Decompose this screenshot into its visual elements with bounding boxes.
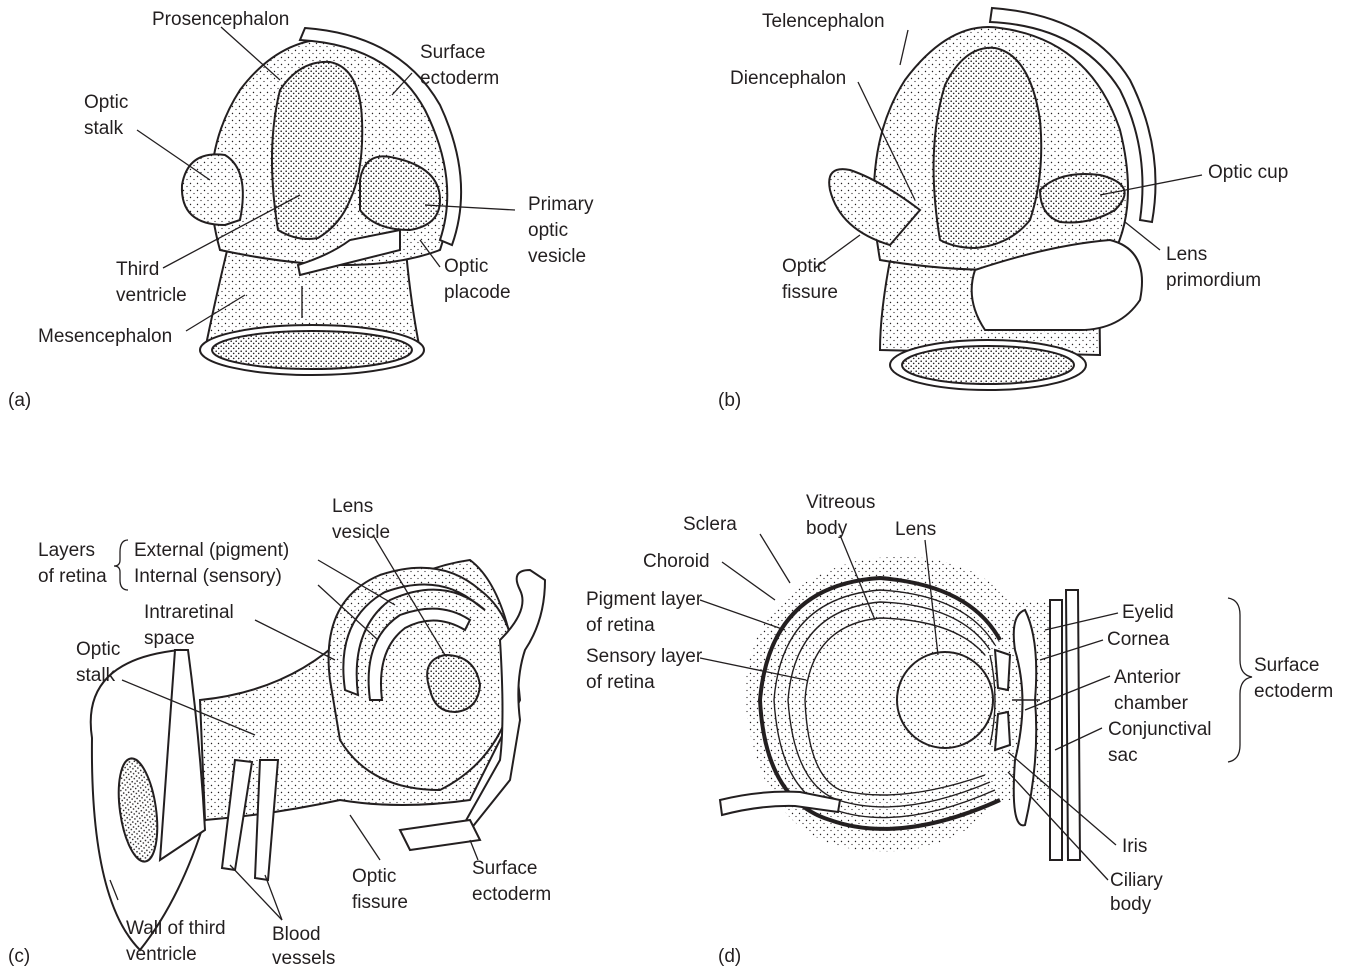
- label-mesencephalon: Mesencephalon: [38, 326, 172, 347]
- label-primary-optic-vesicle-line2: optic: [528, 220, 568, 241]
- label-blood-vessels-line2: vessels: [272, 948, 335, 969]
- label-anterior-chamber: Anterior: [1114, 667, 1181, 688]
- label-sclera: Sclera: [683, 514, 737, 535]
- label-telencephalon: Telencephalon: [762, 11, 885, 32]
- label-optic-fissure-b: Optic: [782, 256, 826, 277]
- label-primary-optic-vesicle: Primary: [528, 194, 594, 215]
- label-anterior-chamber-line2: chamber: [1114, 693, 1189, 714]
- label-surface-ectoderm-a: Surface: [420, 42, 485, 63]
- label-lens-d: Lens: [895, 519, 936, 540]
- label-optic-fissure-c: Optic: [352, 866, 396, 887]
- label-wall-third-ventricle: Wall of third: [126, 918, 226, 939]
- label-internal-sensory: Internal (sensory): [134, 566, 282, 587]
- panel-a: Prosencephalon Surface ectoderm Optic st…: [8, 9, 594, 411]
- panel-b-illustration: [829, 8, 1155, 390]
- label-ciliary-body: Ciliary: [1110, 870, 1163, 891]
- label-conjunctival-sac-line2: sac: [1108, 745, 1138, 766]
- label-surface-ectoderm-c-line2: ectoderm: [472, 884, 551, 905]
- panel-letter-d: (d): [718, 946, 741, 967]
- panel-d-illustration: [720, 557, 1080, 860]
- label-eyelid: Eyelid: [1122, 602, 1174, 623]
- label-surface-ectoderm-d: Surface: [1254, 655, 1319, 676]
- label-vitreous-body: Vitreous: [806, 492, 875, 513]
- label-cornea: Cornea: [1107, 629, 1170, 650]
- label-optic-stalk-c-line2: stalk: [76, 665, 116, 686]
- label-third-ventricle: Third: [116, 259, 159, 280]
- label-surface-ectoderm-a-line2: ectoderm: [420, 68, 499, 89]
- label-optic-stalk-a-line2: stalk: [84, 118, 124, 139]
- label-choroid: Choroid: [643, 551, 710, 572]
- panel-d: Vitreous body Sclera Lens Choroid Pigmen…: [586, 492, 1333, 967]
- label-primary-optic-vesicle-line3: vesicle: [528, 246, 586, 267]
- label-wall-third-ventricle-line2: ventricle: [126, 944, 197, 965]
- label-iris: Iris: [1122, 836, 1147, 857]
- label-surface-ectoderm-c: Surface: [472, 858, 537, 879]
- label-conjunctival-sac: Conjunctival: [1108, 719, 1212, 740]
- label-ciliary-body-line2: body: [1110, 894, 1152, 915]
- label-diencephalon: Diencephalon: [730, 68, 846, 89]
- panel-letter-b: (b): [718, 390, 741, 411]
- label-intraretinal-space: Intraretinal: [144, 602, 234, 623]
- label-layers-of-retina: Layers: [38, 540, 95, 561]
- panel-letter-a: (a): [8, 390, 31, 411]
- label-optic-cup: Optic cup: [1208, 162, 1288, 183]
- label-third-ventricle-line2: ventricle: [116, 285, 187, 306]
- panel-letter-c: (c): [8, 946, 30, 967]
- panel-c: Lens vesicle Layers of retina External (…: [8, 496, 551, 969]
- label-intraretinal-space-line2: space: [144, 628, 195, 649]
- label-pigment-layer-line2: of retina: [586, 615, 655, 636]
- panel-b: Telencephalon Diencephalon Optic cup Len…: [718, 8, 1288, 411]
- label-prosencephalon: Prosencephalon: [152, 9, 289, 30]
- label-vitreous-body-line2: body: [806, 518, 848, 539]
- label-lens-vesicle: Lens: [332, 496, 373, 517]
- label-optic-placode-line2: placode: [444, 282, 511, 303]
- label-optic-fissure-c-line2: fissure: [352, 892, 408, 913]
- label-optic-stalk-c: Optic: [76, 639, 120, 660]
- label-sensory-layer: Sensory layer: [586, 646, 703, 667]
- label-lens-primordium-line2: primordium: [1166, 270, 1261, 291]
- label-layers-of-retina-line2: of retina: [38, 566, 107, 587]
- label-lens-vesicle-line2: vesicle: [332, 522, 390, 543]
- label-external-pigment: External (pigment): [134, 540, 289, 561]
- label-lens-primordium: Lens: [1166, 244, 1207, 265]
- label-optic-fissure-b-line2: fissure: [782, 282, 838, 303]
- label-sensory-layer-line2: of retina: [586, 672, 655, 693]
- label-optic-stalk-a: Optic: [84, 92, 128, 113]
- label-pigment-layer: Pigment layer: [586, 589, 703, 610]
- label-optic-placode: Optic: [444, 256, 488, 277]
- label-blood-vessels: Blood: [272, 924, 321, 945]
- label-surface-ectoderm-d-line2: ectoderm: [1254, 681, 1333, 702]
